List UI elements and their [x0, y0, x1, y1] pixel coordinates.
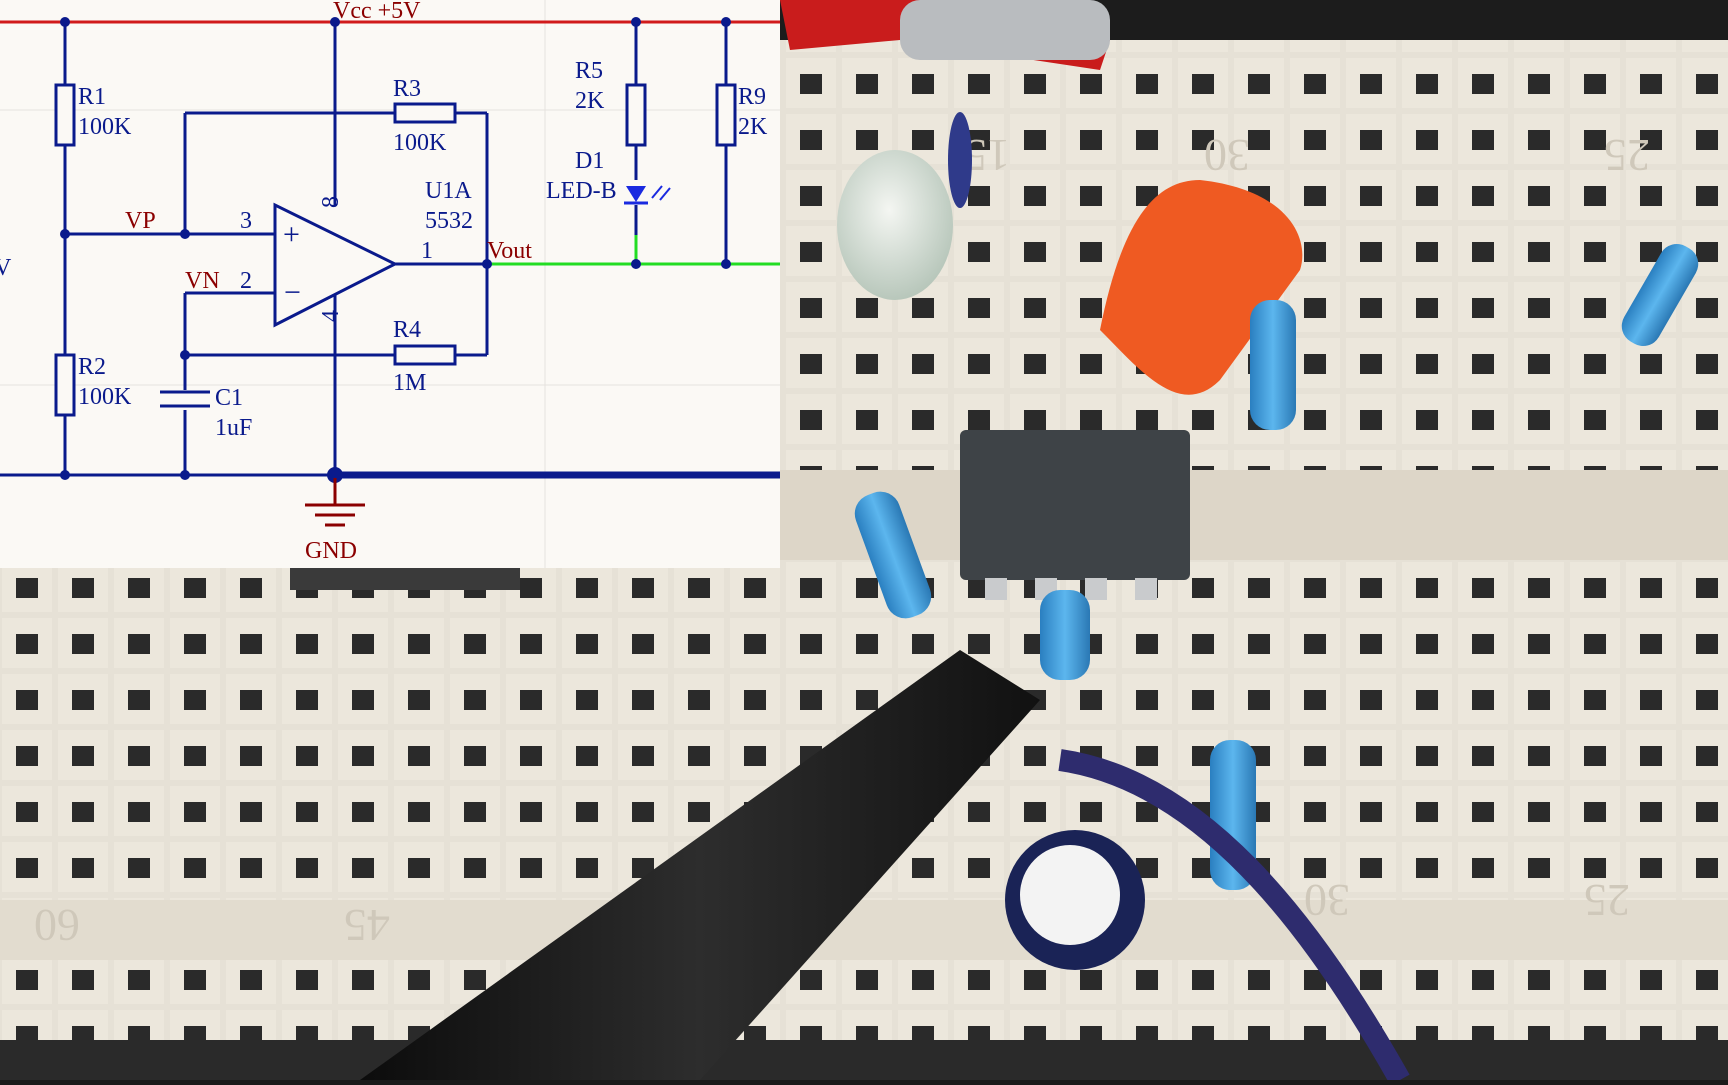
- junction-dots: [60, 17, 731, 483]
- led-d1-symbol: [624, 185, 671, 205]
- r9-value: 2K: [738, 114, 768, 140]
- gnd-label: GND: [305, 538, 357, 564]
- ceramic-capacitor: [1100, 180, 1303, 395]
- pin-2: 2: [240, 268, 252, 294]
- resistor: [1250, 300, 1296, 430]
- resistor-r5: [625, 83, 647, 147]
- resistor: [1621, 243, 1699, 347]
- jumper-wire: [1058, 749, 1410, 1085]
- black-probe-clip: [360, 650, 1040, 1080]
- resistor: [1040, 590, 1090, 680]
- schematic-panel: + − R1 100K R2 100K R3 100K R4 1M R5 2K …: [0, 0, 780, 568]
- vout-net-label: Vout: [487, 238, 532, 264]
- c1-ref: C1: [215, 385, 243, 411]
- r2-value: 100K: [78, 384, 132, 410]
- u1-ref: U1A: [425, 178, 472, 204]
- stray-label: V: [0, 255, 12, 281]
- pin-1: 1: [421, 238, 433, 264]
- r1-ref: R1: [78, 84, 106, 110]
- d1-value: LED-B: [546, 178, 617, 204]
- u1-value: 5532: [425, 208, 473, 234]
- r5-value: 2K: [575, 88, 605, 114]
- vcc-label: Vcc +5V: [333, 0, 421, 24]
- probe-metal: [900, 0, 1110, 60]
- c1-value: 1uF: [215, 415, 252, 441]
- breadboard-label: 30: [1304, 875, 1350, 926]
- r4-ref: R4: [393, 317, 421, 343]
- r9-ref: R9: [738, 84, 766, 110]
- vn-net-label: VN: [185, 268, 220, 294]
- breadboard-label: 25: [1604, 130, 1650, 181]
- resistor-r9: [715, 83, 737, 147]
- opamp-u1a: [273, 202, 399, 328]
- pin-3: 3: [240, 208, 252, 234]
- ic-chip: [960, 430, 1190, 580]
- resistor-r2: [54, 353, 76, 417]
- resistor-r1: [54, 83, 76, 147]
- breadboard-label: 25: [1584, 875, 1630, 926]
- pin-8: 8: [318, 196, 344, 208]
- opamp-plus-sign: +: [283, 218, 300, 251]
- r2-ref: R2: [78, 354, 106, 380]
- schematic-wires: [0, 22, 728, 478]
- small-capacitor: [948, 112, 972, 208]
- breadboard-label: 30: [1204, 130, 1250, 181]
- r1-value: 100K: [78, 114, 132, 140]
- resistor-r4: [393, 344, 457, 366]
- r4-value: 1M: [393, 370, 426, 396]
- r5-ref: R5: [575, 58, 603, 84]
- resistor: [854, 491, 932, 619]
- opamp-minus-sign: −: [284, 276, 301, 309]
- pin-4: 4: [318, 310, 344, 322]
- ground-symbol: [305, 478, 365, 527]
- r3-value: 100K: [393, 130, 447, 156]
- d1-ref: D1: [575, 148, 604, 174]
- r3-ref: R3: [393, 76, 421, 102]
- capacitor-c1: [160, 390, 210, 408]
- led-component: [837, 150, 953, 300]
- vp-net-label: VP: [125, 208, 156, 234]
- breadboard-label: 45: [344, 900, 390, 951]
- breadboard-label: 60: [34, 900, 80, 951]
- resistor-r3: [393, 102, 457, 124]
